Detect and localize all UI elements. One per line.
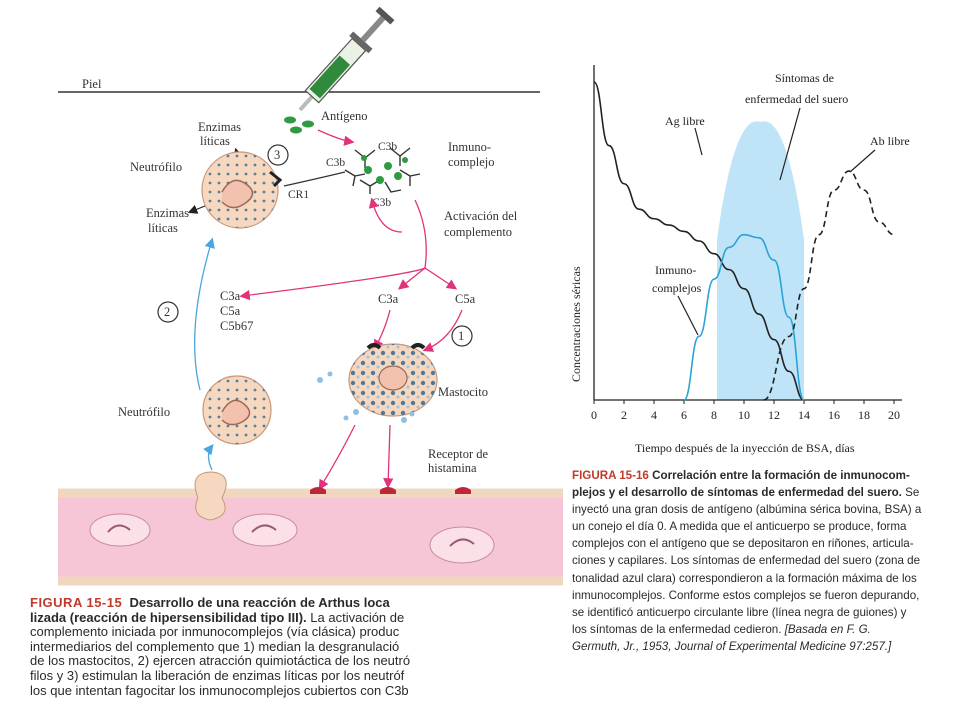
series-line-1 bbox=[683, 233, 805, 401]
fig-15-15-line3: complemento iniciada por inmunocomplejos… bbox=[30, 624, 400, 640]
chart-ylabel: Concentraciones séricas bbox=[570, 266, 583, 382]
symptoms-label-1: Síntomas de bbox=[775, 71, 834, 85]
x-tick-label-2: 2 bbox=[621, 408, 627, 422]
immunocomplex-label-2: complejo bbox=[448, 155, 495, 169]
symptoms-label-2: enfermedad del suero bbox=[745, 92, 848, 106]
fig-15-16-number: FIGURA 15-16 bbox=[572, 469, 649, 482]
arthus-reaction-diagram: Piel Antígeno C3b C3b C3b Inmuno- com bbox=[58, 6, 563, 586]
step-3-number: 3 bbox=[274, 148, 280, 162]
x-tick-label-20: 20 bbox=[888, 408, 900, 422]
mediator-c5b67: C5b67 bbox=[220, 319, 253, 333]
x-tick-label-12: 12 bbox=[768, 408, 780, 422]
histamine-receptor-label-2: histamina bbox=[428, 461, 477, 475]
ag-callout bbox=[694, 127, 703, 156]
mast-cell-label: Mastocito bbox=[438, 385, 488, 399]
ic-label-1: Inmuno- bbox=[655, 263, 696, 277]
fig-15-16-title: Correlación entre la formación de inmuno… bbox=[572, 469, 910, 500]
syringe-icon bbox=[298, 6, 395, 112]
series-line-0 bbox=[593, 81, 805, 401]
blood-vessel bbox=[58, 471, 563, 586]
serum-sickness-chart: 0 2 4 6 8 10 12 14 16 18 20 Concentraciones sérica… bbox=[570, 65, 910, 455]
x-tick-label-4: 4 bbox=[651, 408, 657, 422]
x-tick-label-8: 8 bbox=[711, 408, 717, 422]
complement-activation-label-2: complemento bbox=[444, 225, 512, 239]
lytic-enzymes-left-1: Enzimas bbox=[146, 206, 189, 220]
fig-15-16-source: [Basada en F. G. Germuth, Jr., 1953, Jou… bbox=[572, 622, 892, 653]
antigen-particles bbox=[284, 116, 314, 134]
lytic-enzymes-left-2: líticas bbox=[148, 221, 178, 235]
ic-callout bbox=[677, 295, 699, 336]
c3b-label-3: C3b bbox=[372, 197, 391, 209]
step-1-badge bbox=[451, 325, 473, 347]
immunocomplex-icon bbox=[344, 147, 421, 194]
x-tick-label-10: 10 bbox=[738, 408, 750, 422]
neutrophil-top bbox=[201, 151, 283, 229]
x-tick-label-0: 0 bbox=[591, 408, 597, 422]
chart-xlabel: Tiempo después de la inyección de BSA, d… bbox=[635, 441, 855, 455]
symptom-zone bbox=[717, 121, 804, 400]
step-3-badge bbox=[267, 144, 289, 166]
x-tick-label-18: 18 bbox=[858, 408, 870, 422]
neutrophil-bottom-label: Neutrófilo bbox=[118, 405, 170, 419]
fig-15-15-number: FIGURA 15-15 bbox=[30, 596, 123, 610]
ic-label-2: complejos bbox=[652, 281, 702, 295]
histamine-receptors bbox=[310, 487, 471, 494]
ab-callout bbox=[849, 149, 876, 173]
figure-15-16-caption: FIGURA 15-16 Correlación entre la formac… bbox=[572, 467, 922, 655]
series-line-2 bbox=[763, 170, 895, 401]
mediator-c5a: C5a bbox=[220, 304, 241, 318]
skin-label: Piel bbox=[82, 77, 102, 91]
mast-cell bbox=[348, 343, 438, 417]
mediator-c3a: C3a bbox=[220, 289, 241, 303]
fig-15-15-title-l1: Desarrollo de una reacción de Arthus loc… bbox=[129, 596, 390, 610]
c5a-label: C5a bbox=[455, 292, 476, 306]
lytic-enzymes-top-1: Enzimas bbox=[198, 120, 241, 134]
lytic-enzymes-top-2: líticas bbox=[200, 134, 230, 148]
immunocomplex-antigens bbox=[361, 155, 408, 184]
chart-plot-area: 0 2 4 6 8 10 12 14 16 18 20 bbox=[591, 65, 902, 422]
fig-15-16-body: Se inyectó una gran dosis de antígeno (a… bbox=[572, 486, 922, 636]
x-tick-label-14: 14 bbox=[798, 408, 810, 422]
fig-15-15-line6: filos y 3) estimulan la liberación de en… bbox=[30, 667, 405, 683]
complement-activation-label-1: Activación del bbox=[444, 209, 518, 223]
step-2-number: 2 bbox=[164, 305, 170, 319]
neutrophil-top-label: Neutrófilo bbox=[130, 160, 182, 174]
fig-15-15-title-l2: lizada (reacción de hipersensibilidad ti… bbox=[30, 609, 307, 625]
c3a-label: C3a bbox=[378, 292, 399, 306]
antigen-label: Antígeno bbox=[321, 109, 368, 123]
neutrophil-bottom bbox=[202, 375, 272, 445]
fig-15-15-line4: intermediarios del complemento que 1) me… bbox=[30, 638, 400, 654]
fig-15-15-line2: La activación de bbox=[306, 609, 405, 625]
granules-released bbox=[317, 371, 415, 423]
x-tick-label-16: 16 bbox=[828, 408, 840, 422]
step-1-number: 1 bbox=[458, 329, 464, 343]
immunocomplex-label-1: Inmuno- bbox=[448, 140, 491, 154]
fig-15-15-line7: los que intentan fagocitar los inmunocom… bbox=[30, 682, 409, 698]
c3b-label-1: C3b bbox=[378, 141, 397, 153]
fig-15-15-line5: de los mastocitos, 2) ejercen atracción … bbox=[30, 653, 411, 669]
x-tick-label-6: 6 bbox=[681, 408, 687, 422]
ab-label: Ab libre bbox=[870, 134, 910, 148]
step-2-badge bbox=[157, 301, 179, 323]
histamine-receptor-label-1: Receptor de bbox=[428, 447, 488, 461]
c3b-label-2: C3b bbox=[326, 157, 345, 169]
figure-15-15-caption: FIGURA 15-15 Desarrollo de una reacción … bbox=[30, 596, 562, 698]
ag-label: Ag libre bbox=[665, 114, 705, 128]
symptom-callout bbox=[779, 107, 801, 181]
cr1-label: CR1 bbox=[288, 189, 309, 201]
